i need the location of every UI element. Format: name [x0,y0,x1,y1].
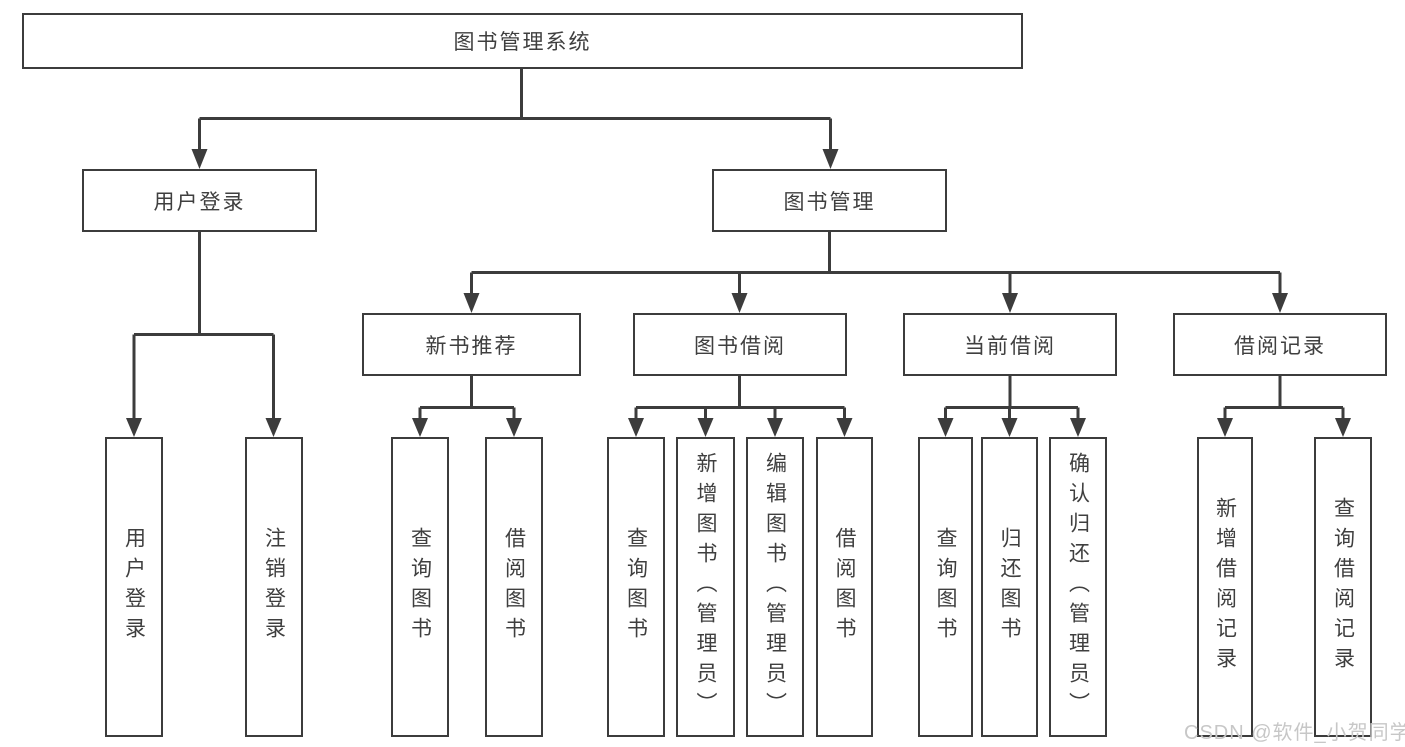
arrow-down-icon [822,149,839,169]
leaf-label: 借阅图书 [502,527,526,647]
arrow-down-icon [265,418,282,437]
arrow-down-icon [1335,418,1351,437]
arrow-down-icon [126,418,142,437]
leaf-add-borrow-record: 新增借阅记录 [1197,437,1253,737]
connector-book-borrow-to-leaves [628,375,853,437]
leaf-label: 确认归还（管理员） [1066,452,1090,722]
arrow-down-icon [1002,293,1018,313]
leaf-label: 编辑图书（管理员） [763,452,787,722]
arrow-down-icon [506,418,522,437]
arrow-down-icon [697,418,714,437]
leaf-label: 查询图书 [408,527,432,647]
connector-current-borrow-to-leaves [937,375,1086,437]
leaf-logout-login: 注销登录 [245,437,303,737]
node-book-management: 图书管理 [712,169,947,232]
arrow-down-icon [767,418,783,437]
leaf-add-books-admin: 新增图书（管理员） [676,437,735,737]
node-current-borrow: 当前借阅 [903,313,1117,376]
leaf-label: 注销登录 [262,527,286,647]
leaf-query-borrow-record: 查询借阅记录 [1314,437,1372,737]
leaf-label: 新增图书（管理员） [694,452,717,722]
arrow-down-icon [412,418,428,437]
leaf-borrow-books: 借阅图书 [816,437,873,737]
arrow-down-icon [1001,418,1018,437]
arrow-down-icon [1272,293,1288,313]
node-new-book-recommend: 新书推荐 [362,313,581,376]
node-borrow-records: 借阅记录 [1173,313,1387,376]
node-library-management-system: 图书管理系统 [22,13,1023,69]
leaf-query-books-borrow: 查询图书 [607,437,665,737]
node-book-borrow: 图书借阅 [633,313,847,376]
arrow-down-icon [191,149,208,169]
leaf-label: 用户登录 [122,527,146,647]
leaf-label: 查询借阅记录 [1331,497,1355,677]
arrow-down-icon [1070,418,1086,437]
leaf-user-login: 用户登录 [105,437,163,737]
arrow-down-icon [731,293,748,313]
leaf-label: 查询图书 [934,527,957,647]
connector-user-login-to-leaves [126,232,282,437]
leaf-return-books: 归还图书 [981,437,1038,737]
arrow-down-icon [937,418,954,437]
leaf-label: 新增借阅记录 [1213,497,1237,677]
arrow-down-icon [1217,418,1233,437]
leaf-borrow-books-recommend: 借阅图书 [485,437,543,737]
arrow-down-icon [628,418,644,437]
leaf-label: 查询图书 [624,527,648,647]
connector-book-mgmt-to-level3 [463,232,1288,313]
leaf-confirm-return-admin: 确认归还（管理员） [1049,437,1107,737]
leaf-edit-books-admin: 编辑图书（管理员） [746,437,804,737]
leaf-label: 借阅图书 [833,527,856,647]
connector-new-book-to-leaves [412,375,522,437]
csdn-watermark: CSDN @软件_小贺同学 [1184,722,1405,744]
leaf-query-books-recommend: 查询图书 [391,437,449,737]
arrow-down-icon [836,418,853,437]
connector-root-to-level2 [191,69,839,169]
connector-borrow-record-to-leaves [1217,375,1351,437]
node-user-login: 用户登录 [82,169,317,232]
leaf-query-books-current: 查询图书 [918,437,973,737]
leaf-label: 归还图书 [998,527,1021,647]
arrow-down-icon [463,293,480,313]
